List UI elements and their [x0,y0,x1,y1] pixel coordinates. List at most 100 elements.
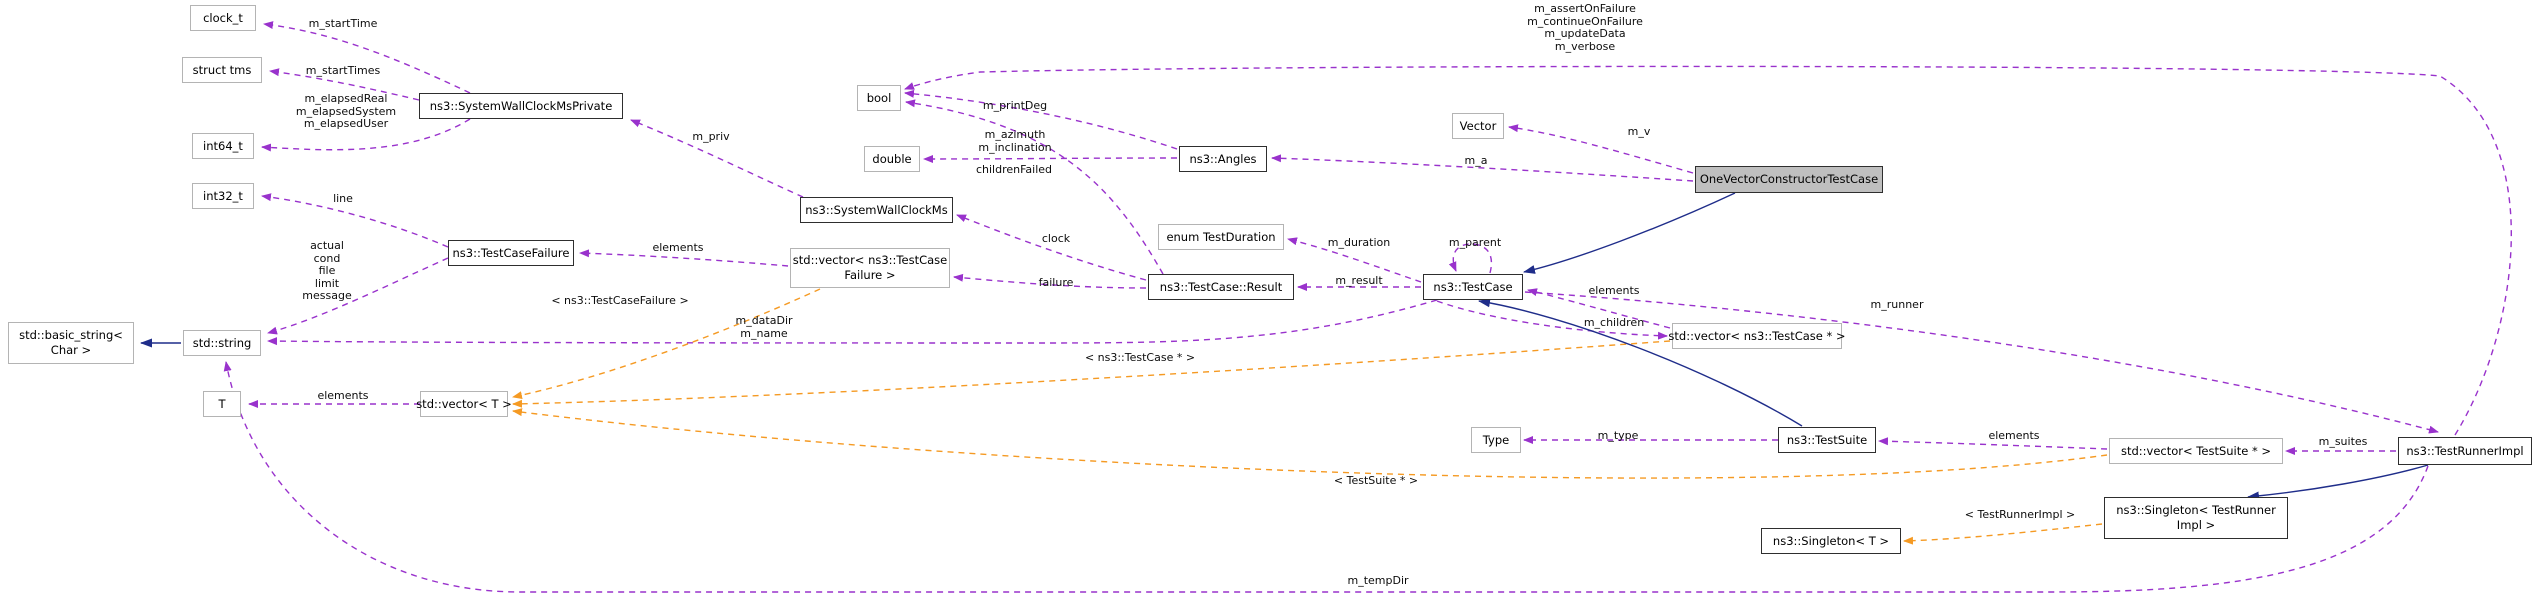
edge-label-line: m_printDeg [982,99,1048,112]
edge-m-duration [1287,237,1422,283]
edge-template-test-suite-ptr [512,408,2108,479]
node-label: ns3::Angles [1189,151,1257,166]
node-label: Failure > [844,268,896,282]
edge-label-line: failure [1038,276,1074,289]
edge-label-line: m_azimuth [984,128,1046,141]
edge-label-line: m_a [1464,154,1488,167]
edge-elements-test-case-failure [579,249,789,267]
edge-m-parent [1448,243,1493,274]
edge-label-line: < TestSuite * > [1333,474,1419,487]
edge-label-line: cond [313,251,341,265]
edge-label-m-printDeg: m_printDeg [982,99,1048,113]
node-label: double [872,151,912,166]
edge-label-line: m_children [1583,316,1645,329]
node-clock-t: clock_t [190,5,256,31]
node-test-case-failure[interactable]: ns3::TestCaseFailure [448,240,574,266]
edge-label-line: m_continueOnFailure [1527,14,1643,28]
edge-label-line: m_updateData [1544,27,1626,40]
edge-template-test-case-ptr [512,340,1671,408]
node-label: ns3::Singleton< TestRunner [2116,503,2276,518]
edge-inherit-test-suite [1478,298,1803,427]
edge-label-line: elements [1588,284,1640,297]
edge-label-m-priv: m_priv [692,130,729,144]
edge-label-line: m_type [1597,429,1639,442]
node-label: struct tms [192,62,252,77]
node-label: std::string [192,335,252,350]
node-label: Impl > [2176,518,2216,532]
edge-label-line: m_elapsedUser [303,117,389,130]
node-double: double [864,146,920,172]
node-label: ns3::TestCase [1433,279,1513,294]
edge-m-startTimes [269,68,420,101]
edge-label-template-test-case-failure: < ns3::TestCaseFailure > [551,294,689,308]
edge-label-line: m_duration [1327,236,1391,249]
node-angles[interactable]: ns3::Angles [1179,146,1267,172]
node-test-runner-impl[interactable]: ns3::TestRunnerImpl [2398,437,2532,465]
node-system-wall-clock-ms[interactable]: ns3::SystemWallClockMs [800,197,953,223]
node-singleton-t[interactable]: ns3::Singleton< T > [1761,528,1901,554]
node-label: int64_t [203,138,243,153]
node-label: std::vector< ns3::TestCase [792,253,948,268]
edge-label-elements-test-case: elements [1588,284,1640,298]
edge-label-elements-t: elements [317,389,369,403]
edge-label-line: limit [314,276,340,290]
edge-elements-test-suite [1878,437,2108,450]
edge-label-line: m_parent [1448,236,1502,249]
edge-inherit-one-vector [1523,192,1736,274]
edge-label-line: < ns3::TestCaseFailure > [551,294,689,307]
edge-label-m-type: m_type [1597,429,1639,443]
node-test-case-result[interactable]: ns3::TestCase::Result [1148,274,1294,300]
edge-failure-fields [267,257,449,335]
edge-label-m-startTime: m_startTime [308,17,378,31]
edge-template-test-runner-impl [1903,523,2103,545]
edge-label-line: < TestRunnerImpl > [1964,508,2076,521]
edge-label-elements-test-suite: elements [1988,429,2039,443]
node-label: ns3::TestRunnerImpl [2406,443,2524,458]
edge-label-m-v: m_v [1627,125,1651,139]
node-std-vector-test-case-ptr: std::vector< ns3::TestCase * > [1668,323,1846,349]
edge-label-line: m_verbose [1554,39,1616,53]
edge-inherit-test-runner-impl [2247,464,2429,501]
node-label: ns3::TestCase::Result [1159,279,1283,294]
edge-label-clock: clock [1042,232,1070,246]
edge-label-line: elements [317,389,369,402]
edge-m-runner [1524,291,2439,434]
edge-runner-bools [904,65,2512,436]
node-test-suite[interactable]: ns3::TestSuite [1778,427,1876,453]
node-label: std::basic_string< [19,328,123,343]
edge-label-childrenFailed: childrenFailed [976,163,1052,177]
edge-label-m-suites: m_suites [2318,435,2368,449]
node-system-wall-clock-ms-private[interactable]: ns3::SystemWallClockMsPrivate [419,93,623,119]
edge-label-line: m_v [1627,125,1651,138]
edge-m-dataDir-m-name [267,299,1438,346]
node-label: std::vector< T > [416,396,512,411]
edge-failure [953,273,1147,289]
node-label: bool [866,90,892,105]
edge-line [261,193,449,248]
node-label: int32_t [203,188,243,203]
edge-label-line: m_tempDir [1347,574,1409,587]
edge-label-line: m_name [740,326,788,340]
edge-m-startTime [263,21,471,94]
edge-label-line: m_startTime [308,17,378,30]
edge-label-line: m_suites [2318,435,2368,448]
edge-label-line: actual [310,239,344,252]
edge-label-m-result: m_result [1335,274,1382,288]
node-test-case[interactable]: ns3::TestCase [1423,274,1523,300]
edge-label-line: m_assertOnFailure [1534,2,1636,15]
node-label: ns3::SystemWallClockMsPrivate [429,98,613,113]
node-label: Vector [1459,118,1497,133]
node-one-vector-constructor-test-case: OneVectorConstructorTestCase [1695,166,1883,193]
node-label: std::vector< ns3::TestCase * > [1668,328,1846,343]
node-label: Type [1482,432,1510,447]
node-label: T [218,396,226,411]
edge-label-line: line [333,192,353,206]
node-enum-test-duration: enum TestDuration [1158,224,1284,250]
